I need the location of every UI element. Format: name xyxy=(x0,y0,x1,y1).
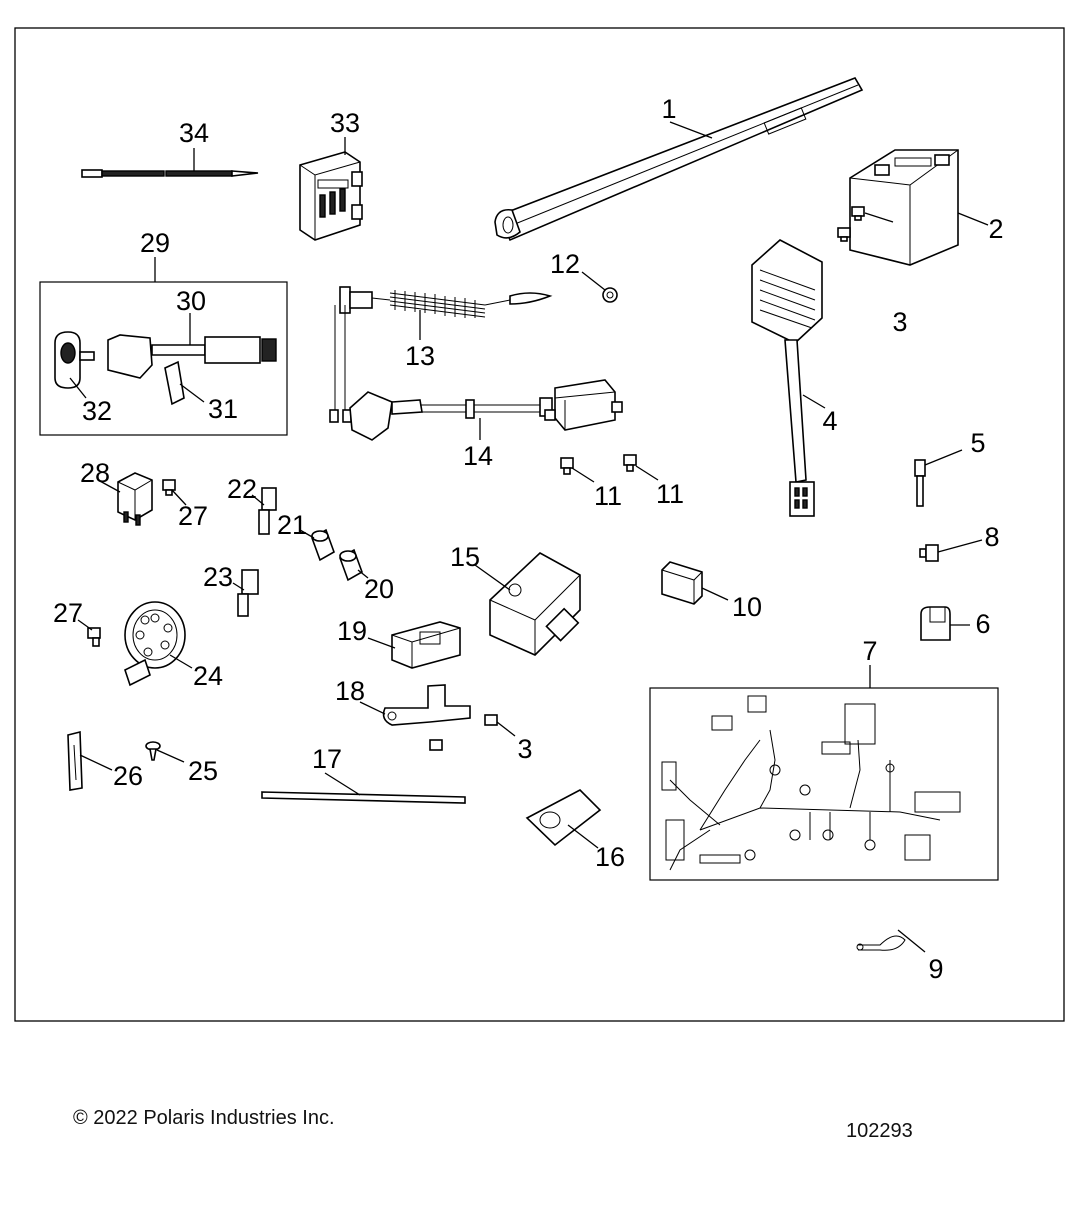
callout-8: 8 xyxy=(984,522,999,552)
part-11-screw-right[interactable] xyxy=(623,454,637,472)
callout-23: 23 xyxy=(203,562,233,592)
callout-22: 22 xyxy=(227,474,257,504)
part-8-bolt[interactable] xyxy=(919,544,939,562)
callout-28: 28 xyxy=(80,458,110,488)
part-29-kit-box xyxy=(39,281,288,436)
part-13-tether-switch[interactable] xyxy=(329,286,553,423)
part-11-screw-left[interactable] xyxy=(560,457,574,475)
callout-31: 31 xyxy=(208,394,238,424)
part-15-module[interactable] xyxy=(489,552,581,656)
harness-drawing xyxy=(661,695,961,871)
part-1-bar[interactable] xyxy=(494,77,864,242)
callout-30: 30 xyxy=(176,286,206,316)
part-12-star-washer[interactable] xyxy=(602,287,618,303)
part-22-fuse-holder[interactable] xyxy=(258,487,277,535)
callout-18: 18 xyxy=(335,676,365,706)
callout-14: 14 xyxy=(463,441,493,471)
part-31-terminal[interactable] xyxy=(164,360,185,406)
part-4-regulator[interactable] xyxy=(751,239,823,517)
callout-16: 16 xyxy=(595,842,625,872)
callout-1: 1 xyxy=(661,94,676,124)
part-16-cover[interactable] xyxy=(525,789,602,847)
part-27-bolt-upper[interactable] xyxy=(162,479,176,496)
part-32-key-switch[interactable] xyxy=(54,331,95,389)
callout-3-upper: 3 xyxy=(892,307,907,337)
callout-27-lower: 27 xyxy=(53,598,83,628)
part-28-relay[interactable] xyxy=(117,472,153,526)
callout-2: 2 xyxy=(988,214,1003,244)
callout-9: 9 xyxy=(928,954,943,984)
part-6-clip[interactable] xyxy=(920,606,951,641)
callout-24: 24 xyxy=(193,661,223,691)
part-10-relay[interactable] xyxy=(661,561,703,605)
callout-3-lower: 3 xyxy=(517,734,532,764)
part-5-pin[interactable] xyxy=(914,459,926,507)
callout-4: 4 xyxy=(822,406,837,436)
part-24-horn[interactable] xyxy=(124,601,186,687)
callout-34: 34 xyxy=(179,118,209,148)
part-3-bolt-lower[interactable] xyxy=(429,714,498,751)
part-26-strap[interactable] xyxy=(67,730,83,791)
callout-32: 32 xyxy=(82,396,112,426)
part-18-bracket[interactable] xyxy=(382,684,471,726)
part-27-bolt-lower[interactable] xyxy=(87,627,101,647)
callout-33: 33 xyxy=(330,108,360,138)
callout-12: 12 xyxy=(550,249,580,279)
part-3-bolt-upper[interactable] xyxy=(837,206,865,242)
callout-11-right: 11 xyxy=(656,479,684,509)
part-30-switch-harness[interactable] xyxy=(107,334,277,379)
callout-29: 29 xyxy=(140,228,170,258)
callout-26: 26 xyxy=(113,761,143,791)
copyright-text: © 2022 Polaris Industries Inc. xyxy=(73,1107,335,1129)
part-20-fuse[interactable] xyxy=(339,548,363,582)
part-34-cable-tie[interactable] xyxy=(81,169,259,178)
callout-20: 20 xyxy=(364,574,394,604)
part-2-battery[interactable] xyxy=(849,149,959,266)
part-25-screw[interactable] xyxy=(145,741,161,761)
callout-21: 21 xyxy=(277,510,307,540)
callout-6: 6 xyxy=(975,609,990,639)
callout-17: 17 xyxy=(312,744,342,774)
part-19-bracket[interactable] xyxy=(391,621,461,669)
diagram-id: 102293 xyxy=(846,1120,913,1142)
part-14-ignition-coil[interactable] xyxy=(349,379,623,441)
callout-10: 10 xyxy=(732,592,762,622)
part-9-clip[interactable] xyxy=(856,935,906,951)
part-21-fuse[interactable] xyxy=(311,528,335,562)
callout-19: 19 xyxy=(337,616,367,646)
part-17-rod[interactable] xyxy=(261,791,466,804)
callout-5: 5 xyxy=(970,428,985,458)
part-7-harness-box[interactable] xyxy=(649,687,999,881)
callout-15: 15 xyxy=(450,542,480,572)
callout-13: 13 xyxy=(405,341,435,371)
callout-25: 25 xyxy=(188,756,218,786)
part-33-fuse-box[interactable] xyxy=(299,151,363,241)
callout-7: 7 xyxy=(862,636,877,666)
callout-27-upper: 27 xyxy=(178,501,208,531)
callout-11-left: 11 xyxy=(594,481,622,511)
diagram-frame xyxy=(14,27,1065,1022)
part-23-fuse-holder[interactable] xyxy=(237,569,259,617)
